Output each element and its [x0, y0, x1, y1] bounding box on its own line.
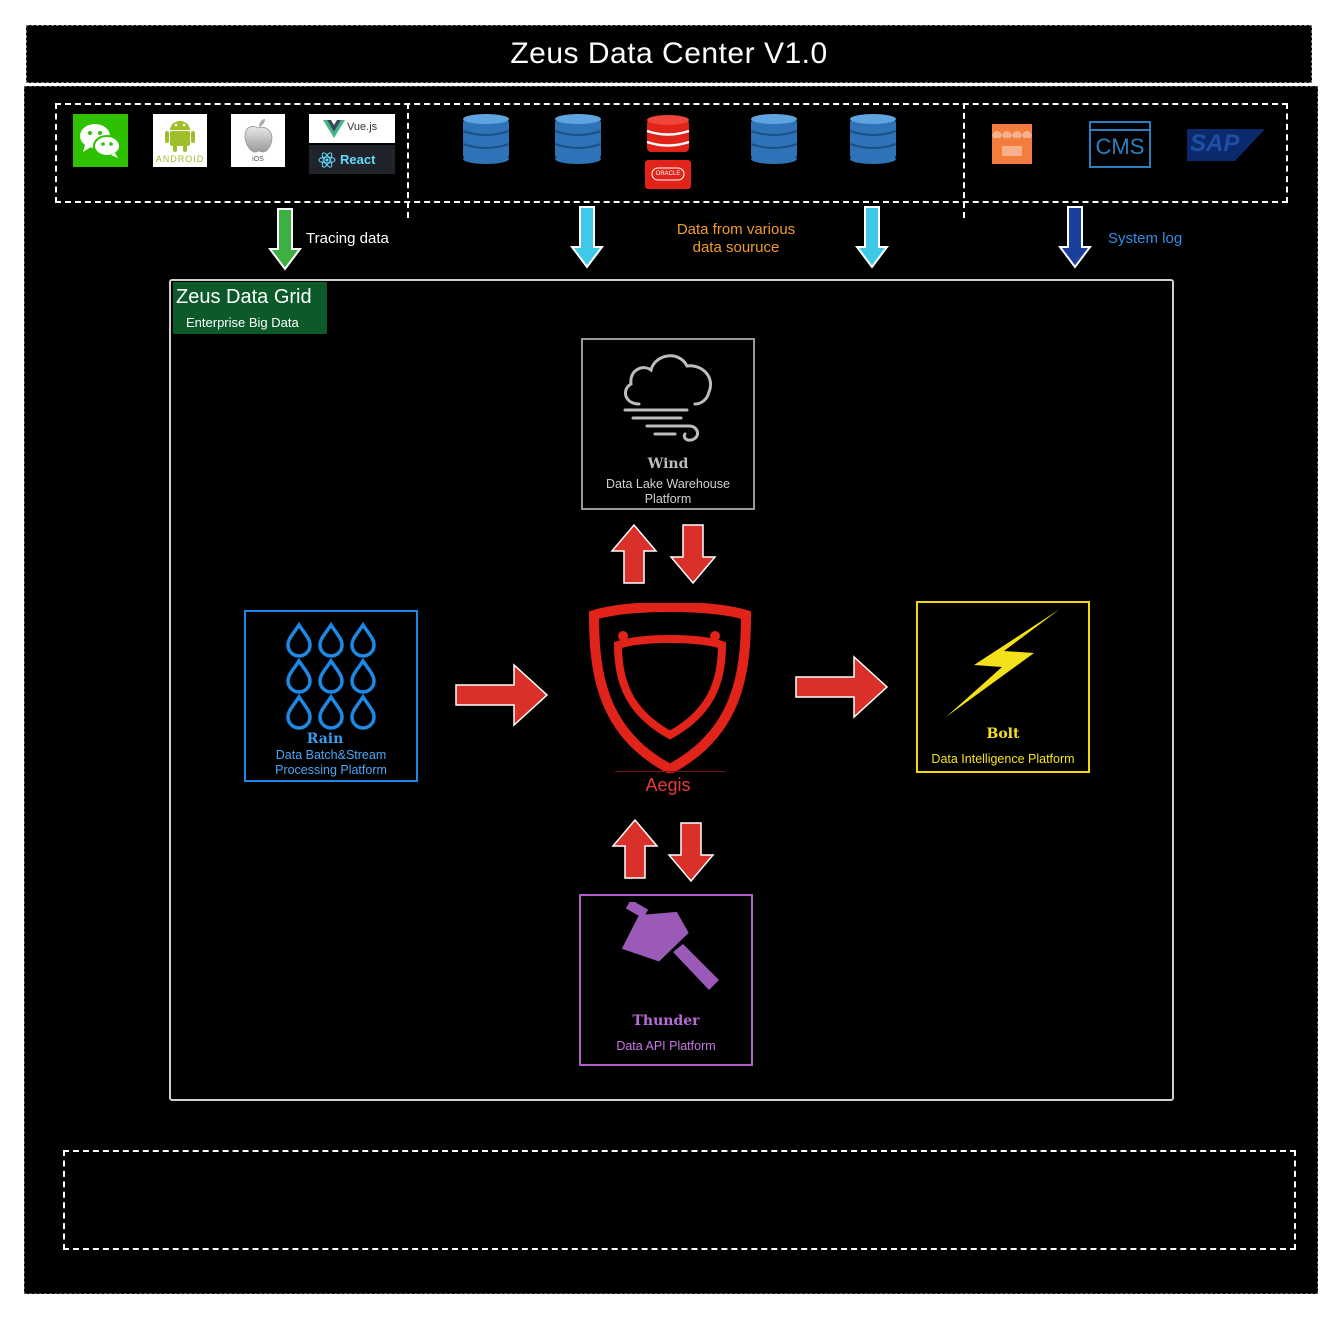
vue-label: Vue.js: [347, 121, 378, 133]
raindrops-icon: [286, 622, 376, 730]
thunder-to-aegis-arrow: [611, 818, 659, 879]
system-log-label: System log: [1108, 230, 1183, 247]
rain-name: Rain: [306, 731, 344, 747]
apple-icon: iOS: [231, 114, 285, 167]
cms-label: CMS: [1095, 134, 1145, 159]
react-icon: React: [309, 145, 395, 174]
bolt-desc: Data Intelligence Platform: [931, 752, 1075, 766]
bolt-name: Bolt: [986, 726, 1020, 742]
lightning-bolt-icon: [946, 609, 1060, 717]
rain-desc-line1: Data Batch&Stream: [275, 748, 387, 762]
sources-separator-right: [963, 103, 965, 218]
data-grid-container: [169, 279, 1174, 1101]
title-text: Zeus Data Center V1.0: [510, 37, 828, 70]
cloud-wind-icon: [623, 354, 712, 442]
various-source-line1: Data from various: [676, 221, 796, 238]
sap-label: SAP: [1190, 130, 1240, 157]
wechat-icon: [73, 114, 128, 167]
wind-desc-line2: Platform: [644, 492, 692, 506]
shield-icon: [588, 603, 752, 773]
tracing-data-label: Tracing data: [306, 230, 389, 247]
data-source-arrow-right: [855, 206, 889, 269]
thunder-desc: Data API Platform: [616, 1039, 716, 1053]
data-grid-tag: Zeus Data Grid Enterprise Big Data: [173, 282, 327, 334]
oracle-icon: ORACLE: [645, 114, 691, 195]
vue-icon: Vue.js: [309, 114, 395, 143]
thunder-name: Thunder: [632, 1013, 700, 1029]
rain-desc-line2: Processing Platform: [275, 763, 387, 777]
ios-label: iOS: [252, 156, 264, 163]
aegis-name: Aegis: [645, 775, 691, 795]
database-icon: [461, 113, 511, 170]
data-grid-title: Zeus Data Grid: [176, 286, 312, 308]
database-icon: [553, 113, 603, 170]
hammer-icon: [621, 902, 719, 990]
aegis-to-thunder-arrow: [667, 822, 715, 883]
system-log-arrow: [1058, 206, 1092, 269]
database-icon: [848, 113, 898, 170]
sap-icon: SAP: [1187, 129, 1265, 166]
data-grid-subtitle: Enterprise Big Data: [186, 315, 299, 330]
bolt-node: Bolt Data Intelligence Platform: [916, 601, 1090, 773]
bottom-dashed-box: [63, 1150, 1296, 1250]
wind-to-aegis-arrow: [669, 524, 717, 585]
android-label: ANDROID: [155, 154, 205, 164]
diagram-title: Zeus Data Center V1.0: [26, 25, 1312, 83]
data-source-arrow-left: [570, 206, 604, 269]
thunder-node: Thunder Data API Platform: [579, 894, 753, 1066]
aegis-to-wind-arrow: [610, 523, 658, 584]
shop-icon: [989, 124, 1035, 171]
wind-desc-line1: Data Lake Warehouse: [606, 477, 730, 491]
database-icon: [749, 113, 799, 170]
wind-node: Wind Data Lake Warehouse Platform: [581, 338, 755, 510]
various-source-label: Data from various data souruce: [660, 221, 812, 257]
rain-node: Rain Data Batch&Stream Processing Platfo…: [244, 610, 418, 782]
wind-name: Wind: [647, 456, 689, 472]
tracing-arrow: [268, 208, 302, 271]
react-label: React: [340, 152, 376, 167]
rain-to-aegis-arrow: [455, 663, 549, 727]
oracle-label: ORACLE: [655, 171, 681, 177]
sources-separator-left: [407, 103, 409, 218]
android-icon: ANDROID: [153, 114, 207, 167]
aegis-underline: [615, 771, 725, 772]
various-source-line2: data souruce: [692, 239, 780, 256]
data-sources-box: [55, 103, 1288, 203]
cms-icon: CMS: [1089, 121, 1151, 168]
aegis-to-bolt-arrow: [795, 655, 889, 719]
